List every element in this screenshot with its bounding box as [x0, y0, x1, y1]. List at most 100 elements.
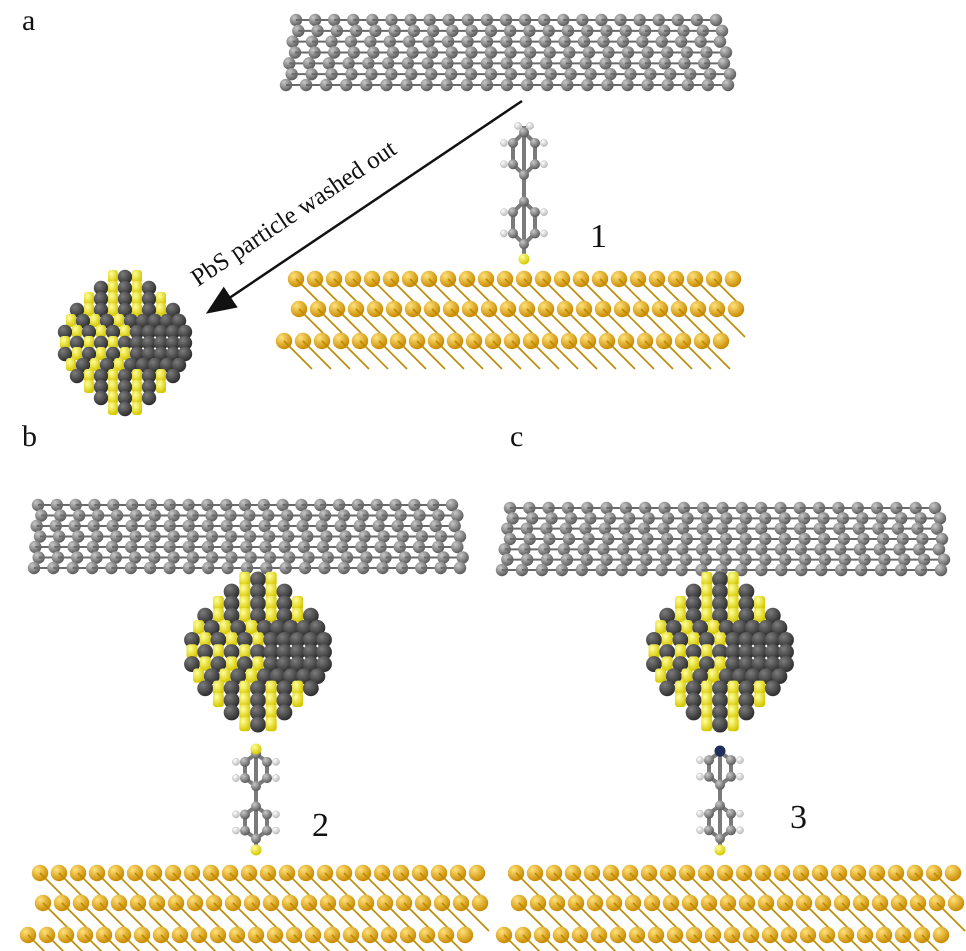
lead-atom [177, 335, 193, 351]
sulfur-atom [701, 583, 713, 599]
hydrogen-atom [736, 809, 744, 818]
carbon-atom [322, 57, 336, 70]
carbon-atom [308, 13, 322, 27]
carbon-atom [519, 169, 529, 180]
lead-atom [685, 692, 702, 709]
gold-atom [727, 300, 745, 318]
carbon-atom [394, 509, 407, 522]
carbon-atom [298, 561, 312, 575]
sulfur-atom [72, 347, 82, 360]
lead-atom [197, 644, 214, 660]
sulfur-atom [193, 668, 205, 683]
sulfur-atom [518, 253, 530, 265]
lead-atom [296, 619, 313, 636]
carbon-atom [726, 771, 736, 782]
sulfur-atom [120, 325, 130, 338]
lead-atom [276, 595, 293, 612]
hydrogen-atom [526, 122, 534, 130]
lead-atom [250, 644, 266, 660]
sulfur-atom [292, 595, 304, 611]
lead-atom [309, 619, 326, 636]
sulfur-atom [84, 292, 94, 305]
carbon-atom [480, 57, 494, 70]
sulfur-atom [701, 595, 713, 611]
sulfur-atom [132, 281, 142, 294]
sulfur-atom [265, 680, 277, 695]
carbon-atom [723, 67, 737, 81]
lead-atom [141, 379, 157, 395]
lead-atom [764, 680, 781, 697]
carbon-atom [415, 561, 428, 575]
sulfur-atom [132, 402, 142, 415]
lead-atom [153, 346, 169, 362]
carbon-atom [934, 563, 948, 577]
carbon-atom [519, 127, 529, 138]
lead-atom [738, 607, 755, 624]
carbon-atom [508, 159, 518, 170]
molecule-number-1: 1 [590, 218, 607, 255]
carbon-atom [385, 13, 398, 27]
lead-atom [129, 324, 145, 340]
carbon-atom [715, 800, 725, 811]
lead-atom [75, 357, 91, 373]
sulfur-atom [292, 608, 304, 623]
lead-atom [250, 680, 266, 697]
lead-atom [159, 357, 175, 373]
hydrogen-atom [272, 774, 280, 782]
lead-atom [165, 324, 181, 340]
sulfur-atom [727, 692, 739, 707]
sulfur-atom [265, 692, 277, 707]
sulfur-atom [226, 656, 238, 671]
lead-atom [117, 269, 133, 285]
lead-atom [117, 335, 133, 351]
carbon-atom [456, 551, 469, 564]
carbon-atom [339, 530, 352, 543]
sulfur-atom [199, 632, 211, 647]
carbon-atom [389, 498, 402, 512]
lead-atom [712, 571, 728, 588]
lead-atom [93, 335, 109, 351]
carbon-atom [251, 801, 261, 812]
sulfur-atom [239, 595, 251, 611]
molecule-number-2: 2 [312, 807, 329, 844]
sulfur-atom [114, 358, 124, 371]
carbon-atom [240, 756, 250, 767]
lead-atom [296, 668, 313, 685]
lead-atom [141, 291, 157, 307]
carbon-atom [410, 519, 423, 533]
sulfur-atom [714, 656, 726, 671]
carbon-atom [530, 228, 540, 239]
lead-atom [778, 656, 794, 673]
carbon-atom [704, 771, 714, 782]
gold-atom [947, 894, 965, 912]
gold-atom [944, 864, 962, 882]
carbon-atom [349, 24, 363, 38]
lead-atom [117, 368, 133, 384]
hydrogen-atom [232, 758, 240, 766]
carbon-atom [704, 755, 714, 766]
carbon-atom [460, 57, 474, 70]
lead-atom [712, 607, 728, 624]
lead-atom [203, 668, 220, 685]
carbon-atom [405, 67, 418, 81]
lead-atom [738, 631, 755, 648]
lead-atom [141, 302, 157, 318]
lead-atom [236, 656, 253, 673]
hydrogen-atom [514, 122, 522, 130]
carbon-atom [374, 540, 387, 554]
sulfur-atom [714, 844, 726, 856]
lead-atom [738, 595, 755, 612]
lead-atom [738, 644, 755, 660]
hydrogen-atom [696, 756, 704, 765]
lead-atom [771, 668, 788, 685]
sulfur-atom [132, 292, 142, 305]
sulfur-atom [688, 656, 700, 671]
carbon-atom [386, 46, 400, 59]
lead-atom [712, 583, 728, 600]
carbon-atom [717, 57, 731, 70]
sulfur-atom [674, 692, 686, 707]
carbon-atom [501, 522, 514, 535]
lead-atom [165, 368, 181, 384]
sulfur-atom [701, 704, 713, 720]
lead-atom [93, 280, 109, 296]
